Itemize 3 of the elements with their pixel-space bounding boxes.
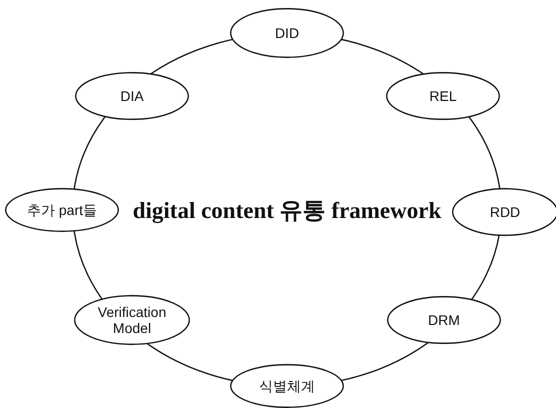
ellipse-node: DID — [230, 8, 344, 58]
ellipse-node: 추가 part들 — [5, 188, 119, 232]
ellipse-node: 식별체계 — [230, 364, 344, 408]
